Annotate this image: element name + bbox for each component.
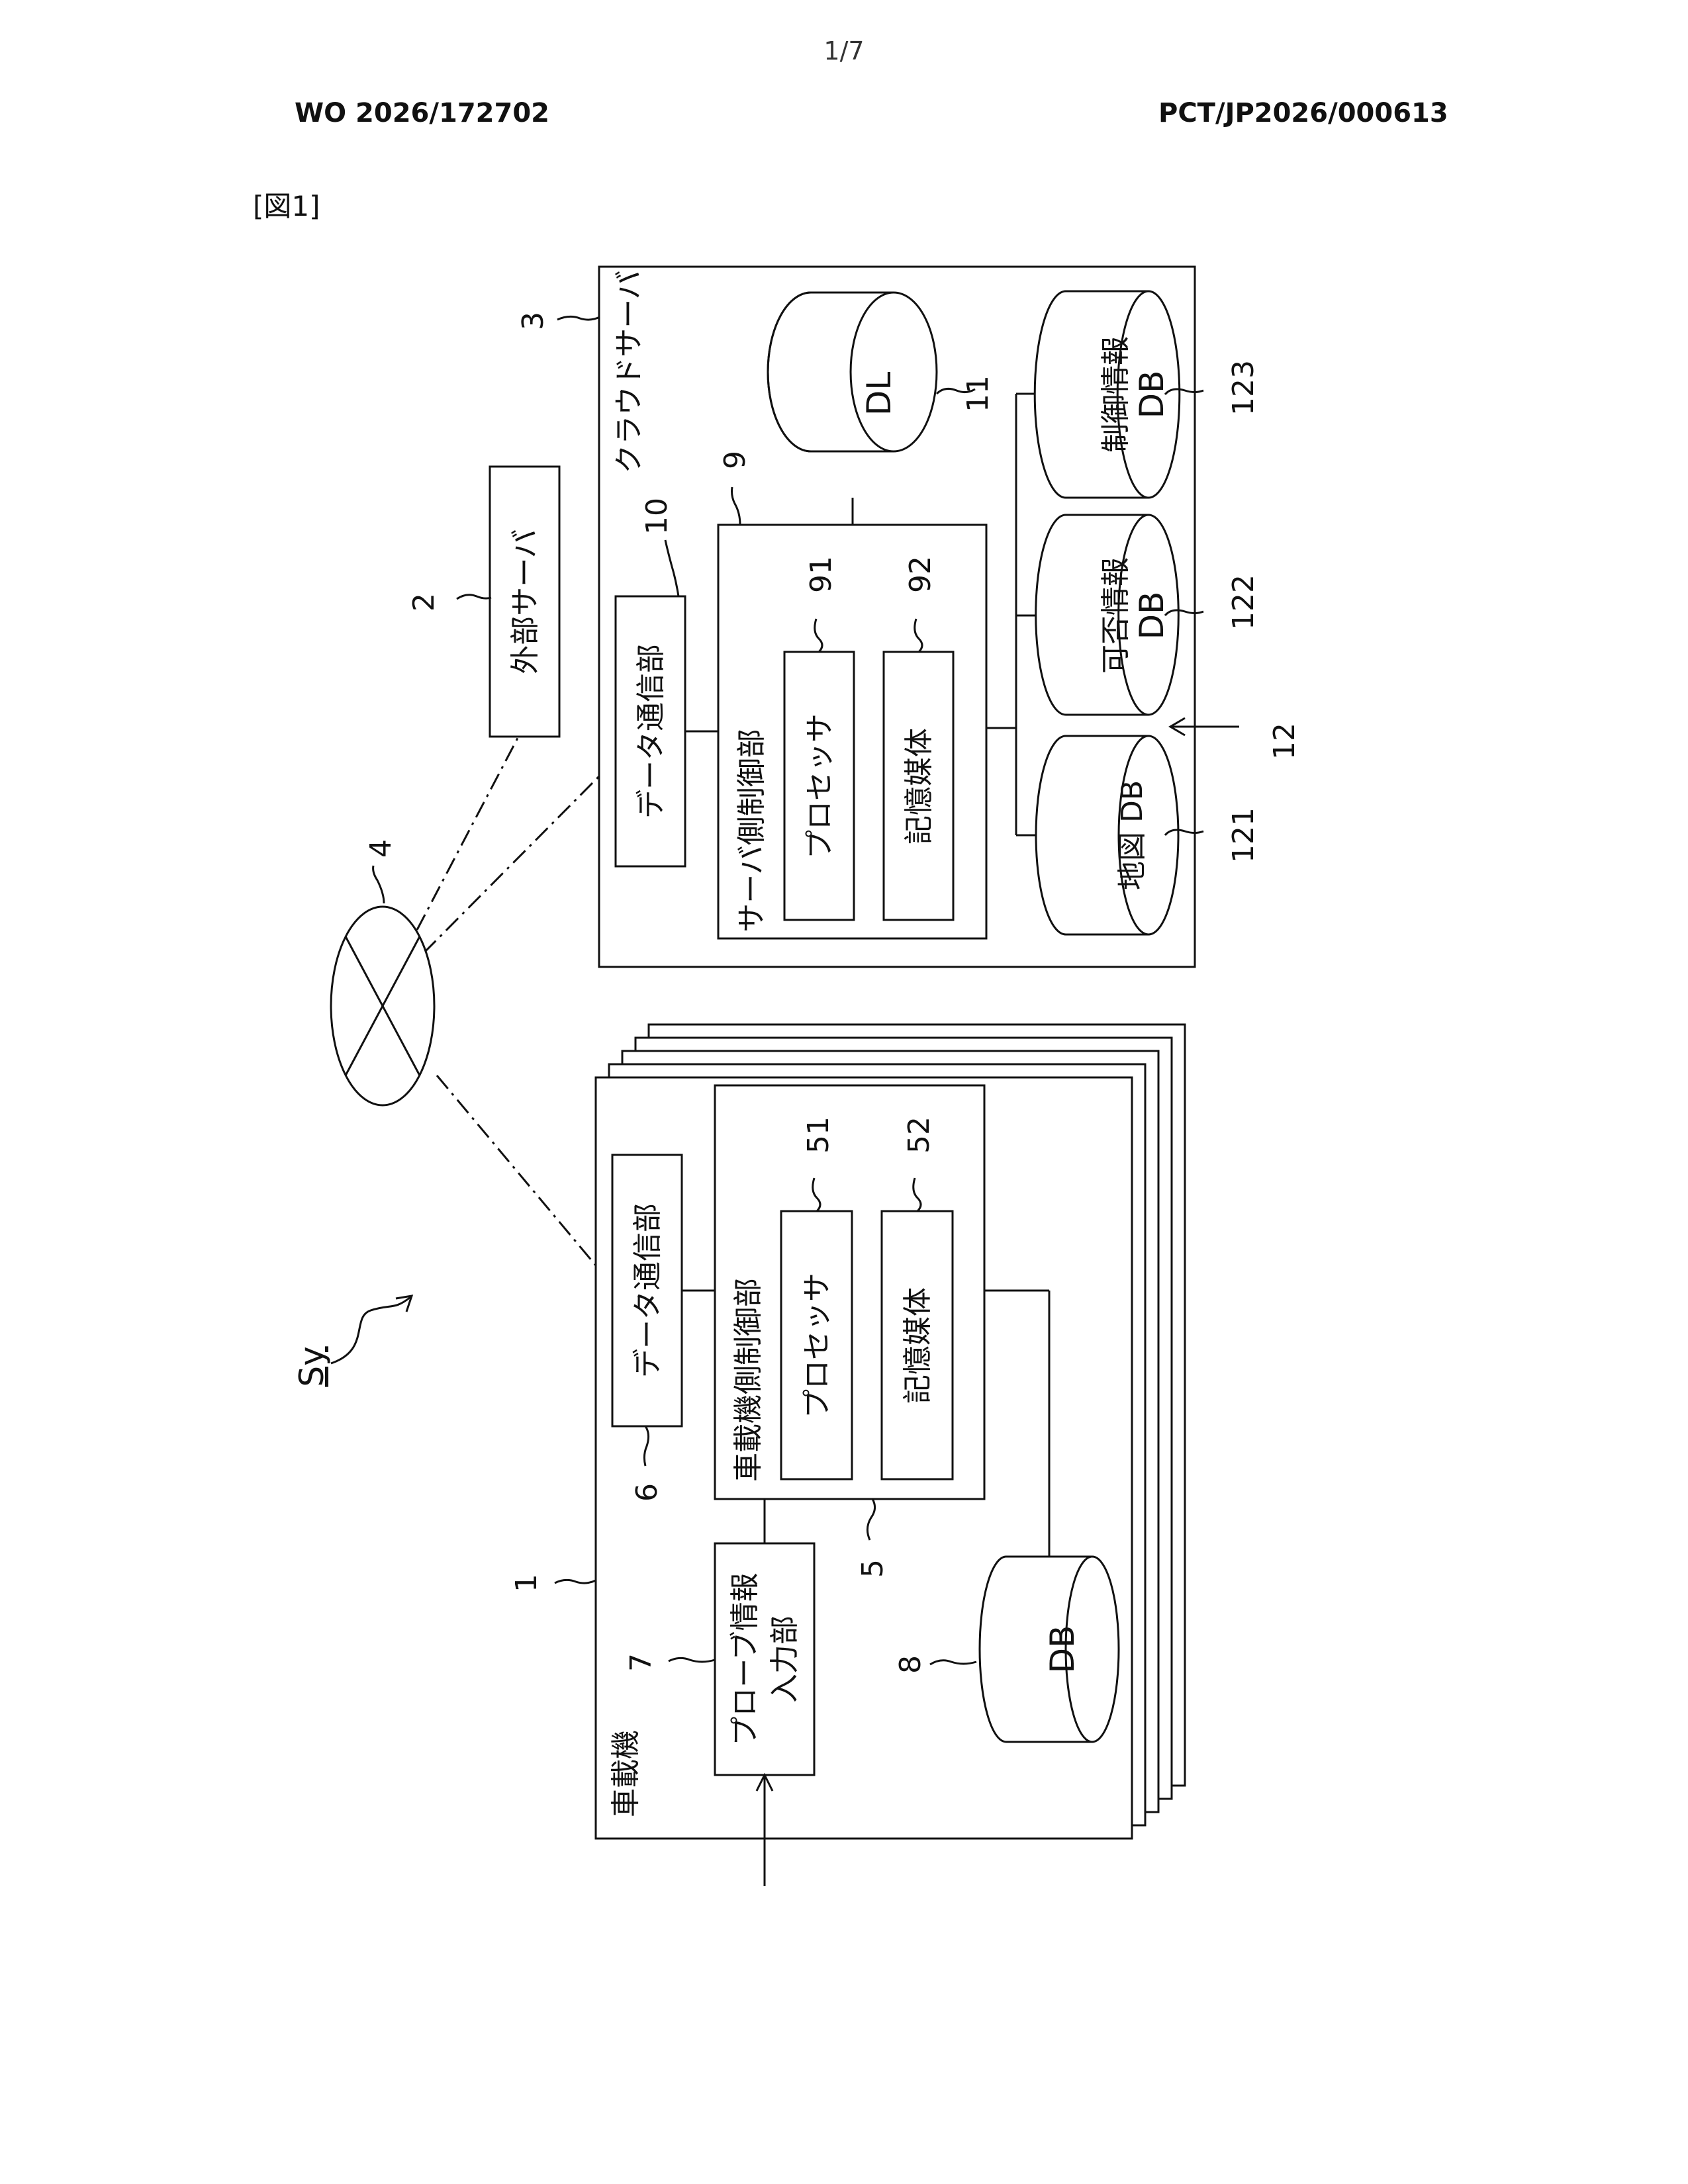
onboard-device-ref: 1: [510, 1574, 543, 1592]
external-server: 外部サーバ 2: [407, 467, 559, 737]
link-network-to-cloud-server: [424, 774, 601, 953]
control-info-db-label-1: 制御情報: [1099, 336, 1133, 453]
data-lake-label: DL: [860, 372, 898, 416]
network-links: [417, 728, 606, 1277]
server-storage-label: 記憶媒体: [902, 728, 936, 844]
onboard-data-comm-ref: 6: [630, 1483, 664, 1502]
onboard-data-comm-label: データ通信部: [631, 1203, 665, 1378]
cloud-server-label: クラウドサーバ: [612, 270, 646, 474]
probe-input-label-1: プローブ情報: [728, 1572, 762, 1745]
onboard-device-label: 車載機: [609, 1730, 643, 1817]
onboard-db-ref: 8: [894, 1655, 927, 1674]
cloud-data-comm-label: データ通信部: [634, 644, 668, 819]
cloud-data-comm-ref: 10: [640, 498, 674, 535]
map-db-label: 地図 DB: [1115, 780, 1149, 890]
control-info-db-ref: 123: [1227, 360, 1260, 416]
probe-input-label-2: 入力部: [768, 1615, 802, 1703]
onboard-control-label: 車載機側制御部: [731, 1278, 765, 1482]
link-network-to-onboard-device: [437, 1075, 606, 1277]
server-control-ref: 9: [718, 451, 752, 469]
data-lake-ref: 11: [961, 375, 995, 412]
probe-input-ref: 7: [624, 1653, 658, 1672]
link-network-to-external-server: [417, 728, 523, 930]
external-server-label: 外部サーバ: [508, 529, 542, 674]
network-ref: 4: [364, 839, 398, 858]
onboard-storage-ref: 52: [902, 1116, 936, 1154]
system-ref: Sy: [293, 1346, 331, 1387]
map-db-ref: 121: [1227, 807, 1260, 863]
system-reference: Sy: [293, 1296, 412, 1387]
cloud-server-ref: 3: [516, 312, 550, 330]
onboard-device: 車載機 1 データ通信部 6 車載機側制御部 5 プロセッサ 51 記憶媒体 5…: [510, 1024, 1185, 1886]
availability-db-ref: 122: [1227, 574, 1260, 630]
onboard-control-ref: 5: [856, 1559, 890, 1578]
communication-network: 4: [331, 839, 434, 1105]
cloud-server: クラウドサーバ 3 データ通信部 10 サーバ側制御部 9 プロセッサ 91 記…: [516, 267, 1301, 967]
onboard-db-label: DB: [1043, 1625, 1082, 1674]
availability-db-label-1: 可否情報: [1099, 557, 1133, 674]
external-server-ref: 2: [407, 593, 441, 612]
server-control-label: サーバ側制御部: [735, 729, 769, 933]
server-processor-label: プロセッサ: [803, 713, 837, 859]
server-storage-ref: 92: [904, 556, 937, 593]
server-processor-ref: 91: [804, 556, 838, 593]
onboard-processor-ref: 51: [802, 1116, 835, 1154]
onboard-processor-label: プロセッサ: [800, 1273, 834, 1418]
db-group-ref: 12: [1268, 723, 1301, 760]
onboard-storage-label: 記憶媒体: [901, 1287, 935, 1404]
